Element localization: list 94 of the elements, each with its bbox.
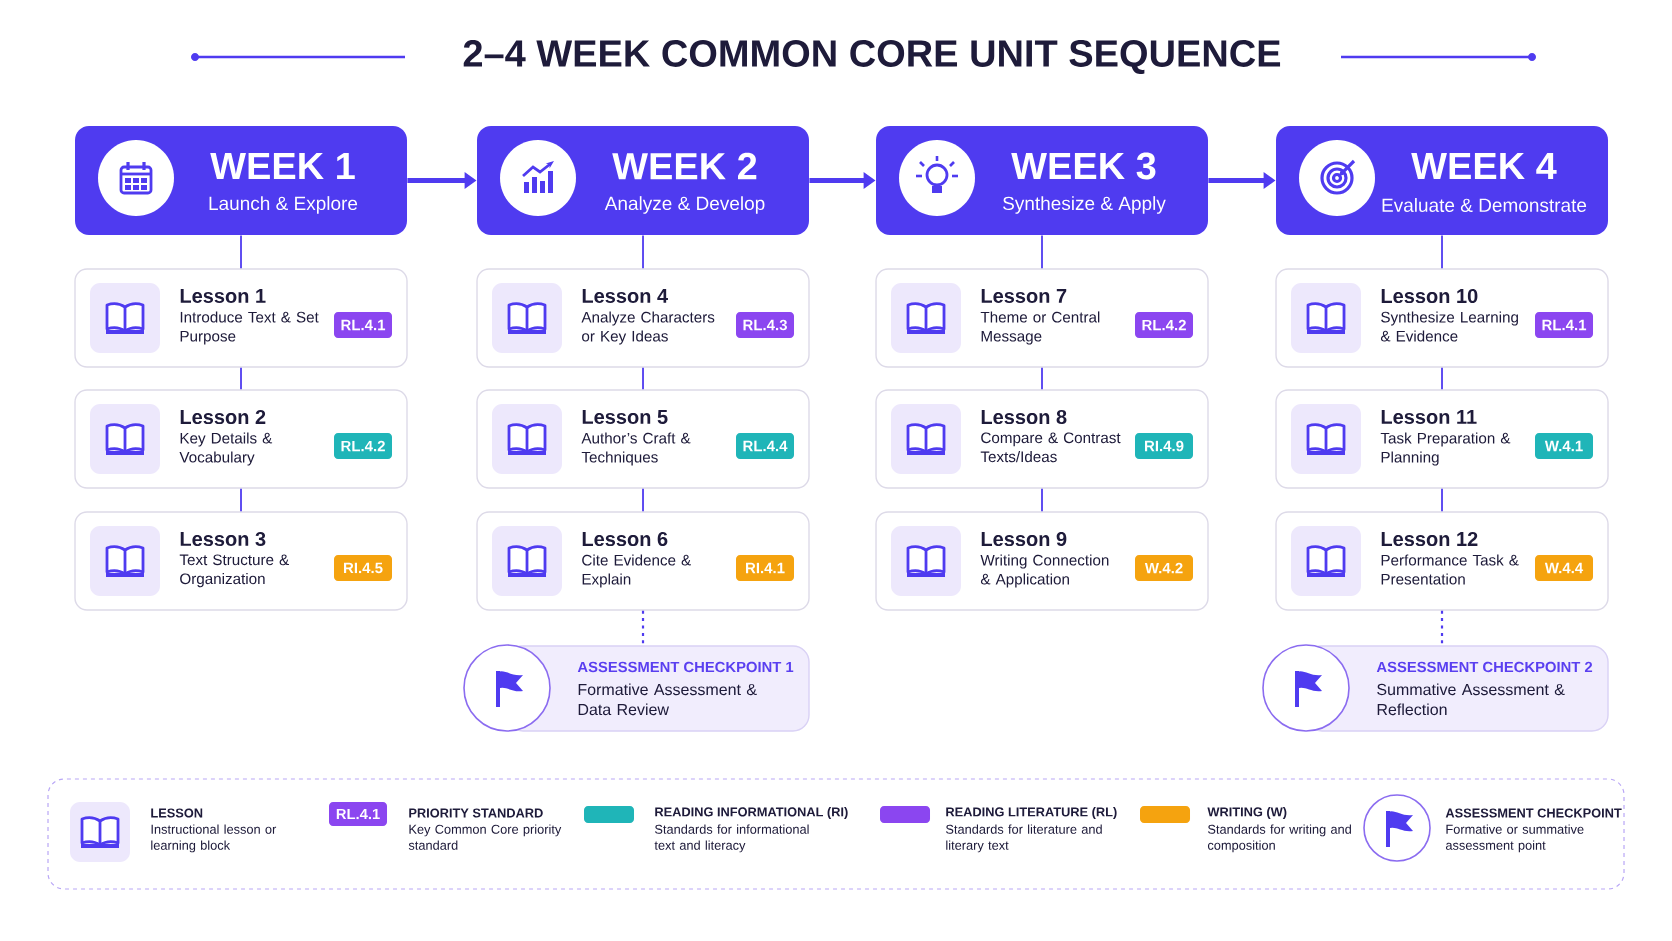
connector-line [642,366,644,391]
lesson-description: Text Structure & Organization [179,554,289,588]
lesson-description: Author’s Craft & Techniques [581,432,691,466]
standard-badge: RL.4.3 [736,312,794,338]
legend-heading: READING INFORMATIONAL (RI) [655,807,848,819]
connector-line [240,366,242,391]
checkpoint-description: Formative Assessment & Data Review [578,683,757,716]
legend-heading: PRIORITY STANDARD [409,808,543,818]
connector-line [1440,610,1444,646]
lesson-description: Compare & Contrast Texts/Ideas [980,432,1121,463]
connector-line [642,487,644,513]
lesson-description: Task Preparation & Planning [1380,432,1511,466]
lesson-title: Lesson 12 [1381,531,1478,547]
lesson-card [875,511,1209,611]
week-subtitle: Analyze & Develop [604,196,765,214]
standard-badge: RI.4.5 [334,555,392,581]
standard-badge: RL.4.4 [736,433,794,459]
checkpoint-card [1262,644,1609,732]
week-header [1276,126,1608,235]
lesson-title: Lesson 6 [582,531,668,547]
lesson-description: Writing Connection & Application [980,554,1109,588]
week-title: WEEK 1 [210,152,355,180]
week-header [876,126,1208,235]
week-title: WEEK 4 [1411,152,1557,180]
standard-badge: RL.4.1 [1535,312,1593,338]
checkpoint-card [463,644,810,732]
standard-badge: RL.4.2 [334,433,392,459]
legend-description: Key Common Core priority standard [408,824,562,850]
standard-badge: RI.4.1 [736,555,794,581]
week-subtitle: Evaluate & Demonstrate [1382,198,1587,212]
lesson-title: Lesson 4 [582,289,668,303]
lesson-title: Lesson 3 [180,531,266,547]
lesson-description: Performance Task & Presentation [1381,554,1519,585]
lesson-title: Lesson 2 [180,409,266,425]
legend-heading: READING LITERATURE (RL) [946,807,1117,819]
lesson-title: Lesson 9 [981,531,1067,547]
lesson-title: Lesson 10 [1381,288,1478,304]
connector-line [642,234,644,270]
legend-description: Instructional lesson or learning block [151,824,277,853]
standard-badge: W.4.4 [1535,555,1593,581]
legend-heading: ASSESSMENT CHECKPOINT [1445,808,1622,818]
legend-description: Standards for literature and literary text [946,824,1102,853]
lesson-title: Lesson 5 [582,410,668,424]
standard-badge: RI.4.9 [1135,433,1193,459]
connector-line [240,487,242,513]
legend-description: Standards for informational text and literacy [654,824,809,853]
lesson-card [74,511,408,611]
lesson-title: Lesson 7 [981,289,1067,303]
legend-description: Formative or summative assessment point [1445,824,1584,853]
lesson-description: Introduce Text & Set Purpose [180,311,319,345]
standard-badge: RL.4.2 [1135,312,1193,338]
lesson-description: Analyze Characters or Key Ideas [581,311,715,345]
lesson-card [1275,268,1609,368]
lesson-description: Synthesize Learning & Evidence [1380,311,1518,342]
week-subtitle: Synthesize & Apply [1003,196,1166,214]
lesson-card [476,268,810,368]
lesson-description: Cite Evidence & Explain [582,554,691,588]
connector-line [1041,234,1043,270]
lesson-card [74,268,408,368]
title: 2–4 WEEK COMMON CORE UNIT SEQUENCE [463,40,1281,74]
week-header [477,126,809,235]
legend-description: Standards for writing and composition [1207,824,1351,853]
connector-line [240,234,242,270]
lesson-card [875,268,1209,368]
lesson-description: Key Details & Vocabulary [179,432,273,466]
connector-line [1041,487,1043,513]
lesson-title: Lesson 11 [1381,410,1477,424]
checkpoint-description: Summative Assessment & Reflection [1377,683,1565,716]
legend-heading: LESSON [151,808,203,818]
checkpoint-title: ASSESSMENT CHECKPOINT 2 [1376,661,1593,673]
lesson-card [476,511,810,611]
lesson-card [875,389,1209,489]
connector-line [1441,366,1443,391]
week-header [75,126,407,235]
lesson-card [74,389,408,489]
lesson-card [1275,389,1609,489]
week-subtitle: Launch & Explore [209,196,358,214]
week-title: WEEK 3 [1011,152,1156,180]
standard-badge: W.4.2 [1135,555,1193,581]
legend-heading: WRITING (W) [1207,807,1287,819]
standard-badge: RL.4.1 [334,312,392,338]
standard-badge: RL.4.1 [329,802,387,826]
connector-line [641,610,645,646]
lesson-title: Lesson 1 [180,289,266,303]
standard-badge: W.4.1 [1535,433,1593,459]
week-title: WEEK 2 [612,152,757,180]
lesson-description: Theme or Central Message [980,311,1100,345]
connector-line [1441,234,1443,270]
lesson-card [476,389,810,489]
lesson-card [1275,511,1609,611]
connector-line [1441,487,1443,513]
connector-line [1041,366,1043,391]
lesson-title: Lesson 8 [981,409,1067,425]
checkpoint-title: ASSESSMENT CHECKPOINT 1 [577,661,794,673]
